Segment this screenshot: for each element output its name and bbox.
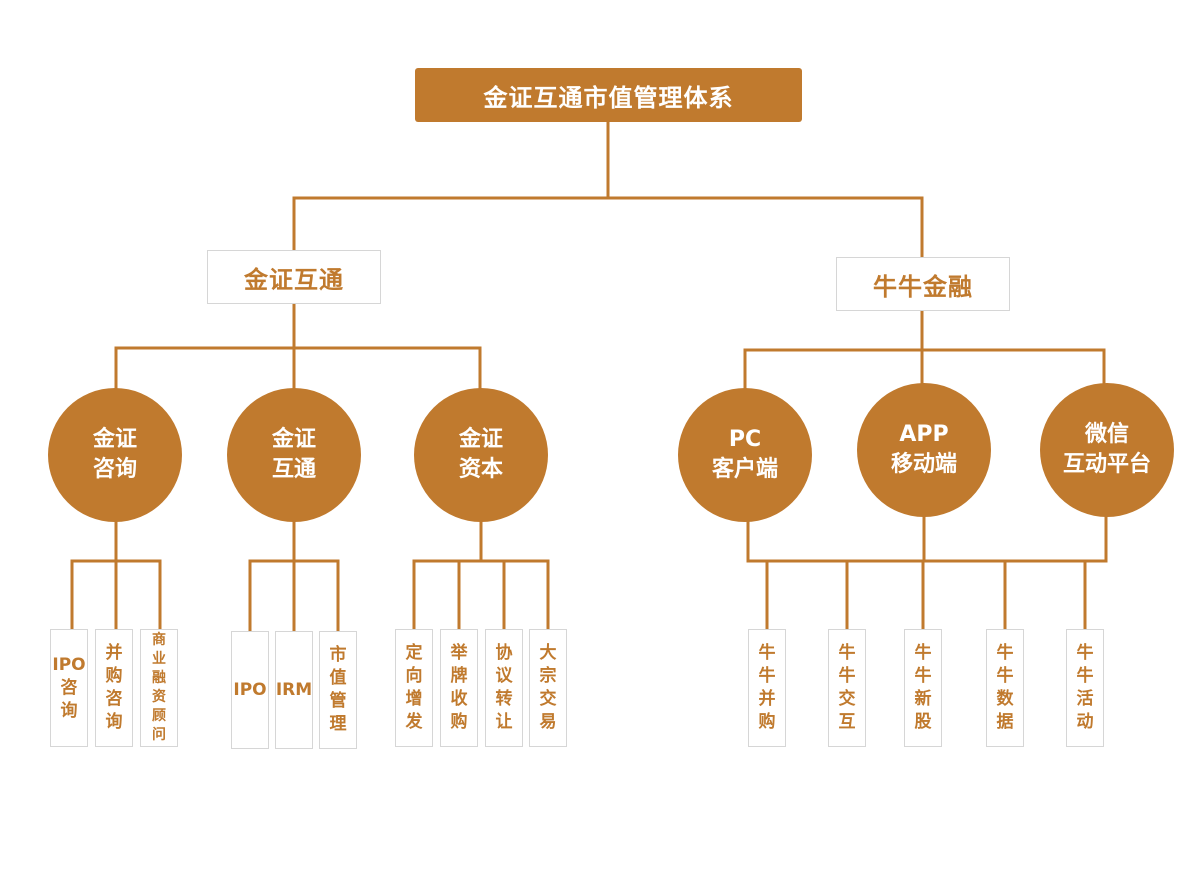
leaf-node: 定 向 增 发 bbox=[395, 629, 433, 747]
leaf-text: 并 bbox=[758, 689, 776, 709]
leaf-text: 咨 bbox=[105, 689, 123, 709]
leaf-text: 大 bbox=[539, 643, 557, 663]
circle-label-line: 互动平台 bbox=[1062, 452, 1151, 477]
leaf-node: 大 宗 交 易 bbox=[529, 629, 567, 747]
leaf-node: 市 值 管 理 bbox=[319, 631, 357, 749]
circle-node-app: APP 移动端 bbox=[857, 383, 991, 517]
circle-label-line: 咨询 bbox=[92, 457, 137, 482]
leaf-text: 易 bbox=[539, 712, 557, 732]
circle-label-line: APP bbox=[899, 422, 949, 447]
leaf-text: 牛 bbox=[838, 643, 856, 663]
circle-node-pc: PC 客户端 bbox=[678, 388, 812, 522]
leaf-text: 融 bbox=[152, 670, 166, 686]
leaf-text: 向 bbox=[405, 666, 423, 686]
leaf-text: IPO bbox=[52, 654, 86, 675]
leaf-text: 牌 bbox=[450, 666, 468, 686]
leaf-text: 咨 bbox=[60, 677, 78, 698]
circle-label-line: 客户端 bbox=[711, 457, 778, 482]
leaf-text: 举 bbox=[450, 643, 468, 663]
leaf-text: 购 bbox=[105, 666, 123, 686]
leaf-text: 管 bbox=[329, 691, 347, 711]
leaf-text: 数 bbox=[996, 689, 1014, 709]
leaf-text: 活 bbox=[1076, 689, 1094, 709]
leaf-text: 理 bbox=[329, 714, 347, 734]
circle-label-line: 资本 bbox=[458, 457, 503, 482]
branch-node-label: 金证互通 bbox=[244, 265, 344, 294]
leaf-node: 牛 牛 交 互 bbox=[828, 629, 866, 747]
root-node: 金证互通市值管理体系 bbox=[415, 68, 802, 122]
leaf-node: 举 牌 收 购 bbox=[440, 629, 478, 747]
leaf-text: 询 bbox=[60, 700, 78, 721]
circle-label-line: 移动端 bbox=[890, 452, 957, 477]
leaf-text: 交 bbox=[539, 689, 557, 709]
leaf-text: IPO bbox=[233, 679, 267, 700]
leaf-text: IRM bbox=[275, 679, 313, 700]
leaf-text: 资 bbox=[152, 689, 166, 705]
leaf-text: 交 bbox=[838, 689, 856, 709]
circle-node-wechat: 微信互动平台 bbox=[1040, 383, 1174, 517]
leaf-node: IRM bbox=[275, 631, 313, 749]
circle-label-line: 金证 bbox=[92, 427, 137, 452]
leaf-text: 商 bbox=[152, 632, 166, 648]
leaf-text: 业 bbox=[152, 651, 166, 667]
leaf-text: 发 bbox=[405, 712, 423, 732]
leaf-text: 购 bbox=[758, 712, 776, 732]
leaf-node: 商 业 融 资 顾 问 bbox=[140, 629, 178, 747]
leaf-text: 转 bbox=[495, 689, 513, 709]
leaf-text: 宗 bbox=[539, 666, 557, 686]
root-node-label: 金证互通市值管理体系 bbox=[483, 83, 734, 112]
leaf-text: 顾 bbox=[152, 708, 166, 724]
branch-node-jinzheng: 金证互通 bbox=[207, 250, 381, 304]
leaf-text: 据 bbox=[996, 712, 1014, 732]
branch-node-niuniu: 牛牛金融 bbox=[836, 257, 1010, 311]
leaf-text: 动 bbox=[1076, 712, 1094, 732]
leaf-text: 牛 bbox=[914, 666, 932, 686]
leaf-text: 牛 bbox=[1076, 643, 1094, 663]
leaf-text: 让 bbox=[495, 712, 513, 732]
circle-label-line: 互通 bbox=[271, 457, 316, 482]
branch-node-label: 牛牛金融 bbox=[873, 272, 973, 301]
circle-node-consulting: 金证咨询 bbox=[48, 388, 182, 522]
leaf-text: 增 bbox=[405, 689, 423, 709]
leaf-text: 协 bbox=[495, 643, 513, 663]
leaf-text: 并 bbox=[105, 643, 123, 663]
leaf-text: 定 bbox=[405, 643, 423, 663]
leaf-node: 牛 牛 并 购 bbox=[748, 629, 786, 747]
leaf-text: 牛 bbox=[758, 666, 776, 686]
leaf-text: 牛 bbox=[758, 643, 776, 663]
leaf-node: 牛 牛 活 动 bbox=[1066, 629, 1104, 747]
leaf-text: 牛 bbox=[1076, 666, 1094, 686]
leaf-text: 购 bbox=[450, 712, 468, 732]
circle-node-capital: 金证资本 bbox=[414, 388, 548, 522]
leaf-text: 值 bbox=[329, 668, 347, 688]
circle-label-line: 微信 bbox=[1084, 422, 1129, 447]
circle-label-line: 金证 bbox=[271, 427, 316, 452]
leaf-text: 牛 bbox=[996, 666, 1014, 686]
leaf-text: 市 bbox=[329, 645, 347, 665]
leaf-text: 议 bbox=[495, 666, 513, 686]
leaf-node: 牛 牛 新 股 bbox=[904, 629, 942, 747]
leaf-text: 股 bbox=[914, 712, 932, 732]
leaf-text: 牛 bbox=[838, 666, 856, 686]
leaf-text: 牛 bbox=[996, 643, 1014, 663]
circle-node-hutong: 金证互通 bbox=[227, 388, 361, 522]
circle-label-line: PC bbox=[728, 427, 762, 452]
leaf-text: 新 bbox=[914, 689, 932, 709]
leaf-text: 牛 bbox=[914, 643, 932, 663]
leaf-node: 并 购 咨 询 bbox=[95, 629, 133, 747]
leaf-text: 互 bbox=[838, 712, 856, 732]
leaf-text: 问 bbox=[152, 727, 166, 743]
leaf-node: IPO bbox=[231, 631, 269, 749]
circle-label-line: 金证 bbox=[458, 427, 503, 452]
leaf-text: 收 bbox=[450, 689, 468, 709]
leaf-node: 协 议 转 让 bbox=[485, 629, 523, 747]
leaf-node: IPO 咨 询 bbox=[50, 629, 88, 747]
leaf-node: 牛 牛 数 据 bbox=[986, 629, 1024, 747]
leaf-text: 询 bbox=[105, 712, 123, 732]
